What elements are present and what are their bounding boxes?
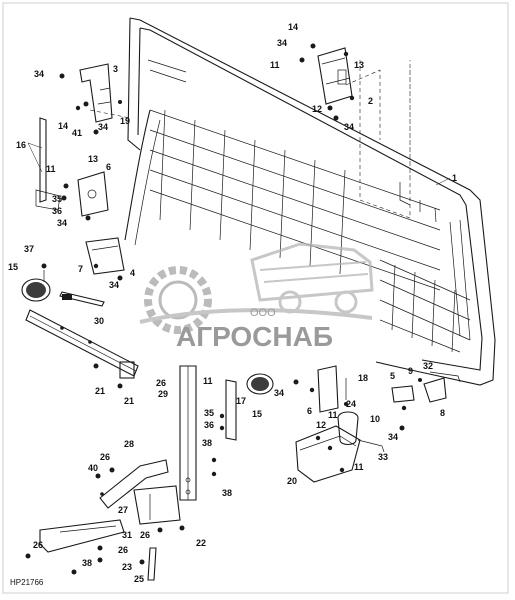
callout-35-center: 35 (204, 408, 214, 418)
callout-32: 32 (423, 361, 433, 371)
callout-35-left: 35 (52, 194, 62, 204)
callout-11-top: 11 (270, 60, 280, 70)
bracket-4 (85, 237, 125, 281)
callout-labels: 1 2 3 4 5 6 6 7 8 9 10 11 11 11 11 11 12… (8, 22, 457, 584)
main-frame (124, 17, 496, 386)
page-border (2, 2, 509, 594)
callout-11-bottom: 11 (354, 462, 364, 472)
callout-26-bottom-right: 26 (140, 530, 150, 540)
latch-parts-right (391, 371, 461, 431)
callout-34-upper-right: 34 (344, 122, 354, 132)
callout-23: 23 (122, 562, 132, 572)
callout-36-center: 36 (204, 420, 214, 430)
callout-26-lower: 26 (100, 452, 110, 462)
callout-14-top: 14 (288, 22, 298, 32)
callout-34-lamp: 34 (109, 280, 119, 290)
callout-6-right: 6 (307, 406, 312, 416)
callout-19: 19 (120, 116, 130, 126)
callout-38-bottom: 38 (82, 558, 92, 568)
callout-11-right: 11 (328, 410, 338, 420)
callout-28: 28 (124, 439, 134, 449)
callout-3: 3 (113, 64, 118, 74)
lamp-left (21, 263, 51, 302)
callout-4: 4 (130, 268, 135, 278)
callout-34-bracket: 34 (98, 122, 108, 132)
bracket-upper-left (59, 63, 122, 135)
callout-18: 18 (358, 373, 368, 383)
callout-34-upper-left: 34 (34, 69, 44, 79)
callout-36-left: 36 (52, 206, 62, 216)
handle-7 (59, 291, 105, 307)
callout-37: 37 (24, 244, 34, 254)
callout-41: 41 (72, 128, 82, 138)
callout-9: 9 (408, 366, 413, 376)
callout-1: 1 (452, 173, 457, 183)
callout-34-lower-right: 34 (388, 432, 398, 442)
callout-12-bottom: 12 (316, 420, 326, 430)
callout-11-left: 11 (46, 164, 56, 174)
callout-34-top: 34 (277, 38, 287, 48)
callout-38-lower: 38 (222, 488, 232, 498)
callout-40: 40 (88, 463, 98, 473)
callout-21-right: 21 (124, 396, 134, 406)
callout-16: 16 (16, 140, 26, 150)
watermark-logo (139, 242, 374, 334)
bracket-right-6 (309, 365, 348, 413)
callout-22: 22 (196, 538, 206, 548)
callout-26-center: 26 (156, 378, 166, 388)
callout-21-left: 21 (95, 386, 105, 396)
callout-8: 8 (440, 408, 445, 418)
upright-29 (179, 365, 197, 501)
callout-30: 30 (94, 316, 104, 326)
callout-34-mid-left: 34 (57, 218, 67, 228)
lamp-right (211, 373, 299, 477)
callout-15-right: 15 (252, 409, 262, 419)
figure-code: HP21766 (10, 578, 44, 587)
callout-13-left: 13 (88, 154, 98, 164)
callout-34-right-lamp: 34 (274, 388, 284, 398)
callout-24: 24 (346, 399, 356, 409)
callout-11-center: 11 (203, 376, 213, 386)
callout-13-top: 13 (354, 60, 364, 70)
callout-5: 5 (390, 371, 395, 381)
watermark-company-form: ООО (250, 307, 276, 319)
callout-38-upper: 38 (202, 438, 212, 448)
callout-26-bottom-left: 26 (33, 540, 43, 550)
callout-12-top: 12 (312, 104, 322, 114)
rod-and-bracket-left (27, 117, 109, 221)
callout-14-left: 14 (58, 121, 68, 131)
callout-15-left: 15 (8, 262, 18, 272)
bar-30 (25, 309, 139, 389)
callout-7: 7 (78, 264, 83, 274)
bracket-20 (295, 411, 385, 483)
callout-10: 10 (370, 414, 380, 424)
bracket-assembly-upper-right (299, 43, 355, 121)
callout-17: 17 (236, 396, 246, 406)
callout-33: 33 (378, 452, 388, 462)
callout-31: 31 (122, 530, 132, 540)
callout-6-left: 6 (106, 162, 111, 172)
watermark-brand: АГРОСНАБ (176, 321, 333, 352)
callout-26-bottom: 26 (118, 545, 128, 555)
callout-2: 2 (368, 96, 373, 106)
callout-20: 20 (287, 476, 297, 486)
callout-27: 27 (118, 505, 128, 515)
callout-25: 25 (134, 574, 144, 584)
callout-29: 29 (158, 389, 168, 399)
lower-mount-assembly (25, 459, 185, 581)
